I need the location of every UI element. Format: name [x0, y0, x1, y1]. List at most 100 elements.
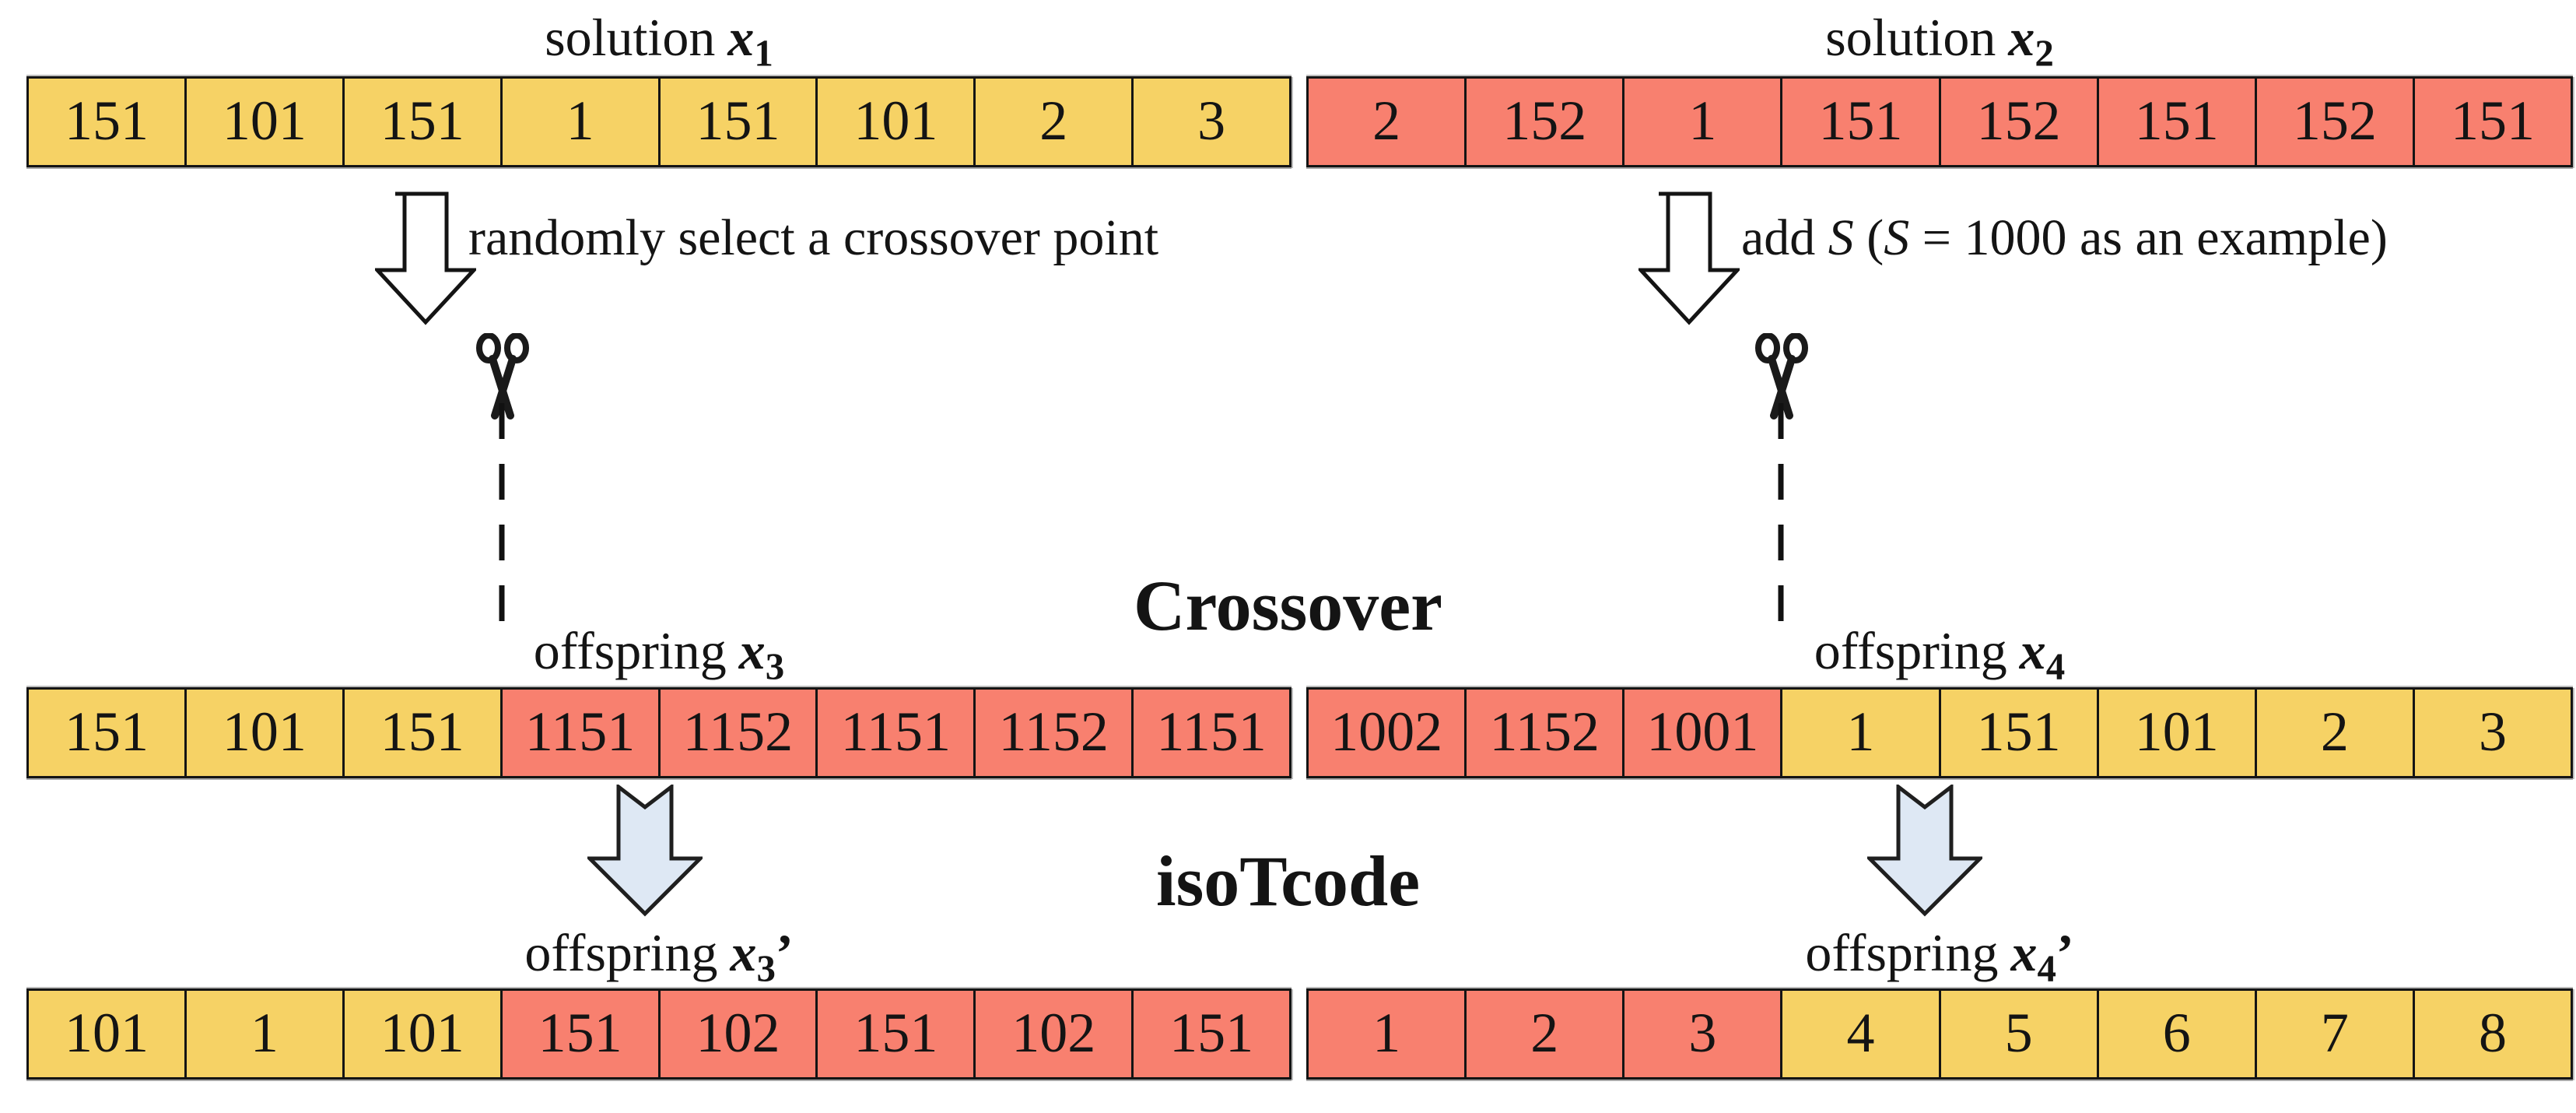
- array-cell: 8: [2412, 991, 2571, 1077]
- label-variable: x: [2019, 621, 2046, 680]
- array-cell: 3: [2412, 690, 2571, 776]
- array-cell: 152: [1464, 79, 1623, 165]
- label-prime: ’: [775, 923, 794, 982]
- array-cell: 101: [184, 690, 342, 776]
- array-cell: 7: [2254, 991, 2413, 1077]
- crossover-point-note: randomly select a crossover point: [468, 209, 1159, 266]
- array-cell: 3: [1131, 433, 1289, 519]
- array-cell: 101: [815, 433, 974, 519]
- crossover-cut-line: [1778, 403, 1784, 624]
- array-cell: 1152: [2254, 433, 2413, 519]
- variable-s: S: [1884, 209, 1910, 266]
- array-cell: 1151: [1780, 433, 1939, 519]
- blue-down-arrow-icon: [1867, 785, 1982, 917]
- note-text: = 1000 as an example): [1909, 209, 2388, 266]
- array-cell: 101: [815, 79, 974, 165]
- array-cell: 1152: [1464, 433, 1623, 519]
- array-cell: 1002: [1309, 433, 1465, 519]
- array-cell: 101: [184, 79, 342, 165]
- array-cell: 1152: [657, 690, 816, 776]
- array-cell: 151: [2412, 79, 2571, 165]
- array-cell: 1001: [1622, 690, 1781, 776]
- white-down-arrow-icon: [375, 191, 476, 325]
- scissors-icon: [1755, 333, 1808, 420]
- array-cell: 152: [2254, 79, 2413, 165]
- label-subscript: 4: [2045, 644, 2066, 688]
- array-cell: 151: [1780, 79, 1939, 165]
- array-cell: 151: [342, 433, 500, 519]
- array-cell: 151: [815, 991, 974, 1077]
- array-cell: 2: [973, 433, 1132, 519]
- array-cell: 2: [1309, 79, 1465, 165]
- array-cell: 2: [973, 79, 1132, 165]
- array-cell: 152: [1938, 79, 2097, 165]
- array-cell: 151: [29, 433, 184, 519]
- array-cell: 1151: [2412, 433, 2571, 519]
- array-cell: 151: [29, 690, 184, 776]
- label-variable: x: [730, 923, 757, 982]
- array-cell: 1152: [1464, 690, 1623, 776]
- array-cell: 1152: [973, 690, 1132, 776]
- array-cell: 4: [1780, 991, 1939, 1077]
- array-cell: 1: [1780, 690, 1939, 776]
- label-prefix: offspring: [1814, 621, 2007, 680]
- array-cell: 101: [184, 433, 342, 519]
- array-cell: 1: [1622, 79, 1781, 165]
- label-variable: x: [727, 8, 755, 67]
- array-cell: 1002: [1309, 690, 1465, 776]
- array-cell: 1001: [1622, 433, 1781, 519]
- array-cell: 101: [342, 991, 500, 1077]
- array-cell: 151: [342, 79, 500, 165]
- crossover-title: Crossover: [1134, 566, 1442, 645]
- label-prime: ’: [2056, 923, 2074, 982]
- label-subscript: 4: [2037, 946, 2056, 990]
- label-prefix: offspring: [533, 621, 727, 680]
- label-variable: x: [2008, 8, 2035, 67]
- array-cell: 151: [657, 433, 816, 519]
- label-prefix: offspring: [524, 923, 718, 982]
- label-prefix: offspring: [1805, 923, 1999, 982]
- array-cell: 151: [499, 991, 658, 1077]
- array-cell: 2: [2254, 690, 2413, 776]
- label-subscript: 3: [765, 644, 785, 688]
- white-down-arrow-icon: [1638, 191, 1740, 325]
- array-cell: 151: [29, 79, 184, 165]
- array-cell: 3: [1131, 79, 1289, 165]
- array-cell: 1: [1309, 991, 1465, 1077]
- array-cell: 1: [184, 991, 342, 1077]
- array-cell: 1152: [1938, 433, 2097, 519]
- note-text: (: [1853, 209, 1884, 266]
- note-text: add: [1741, 209, 1828, 266]
- label-subscript: 2: [2035, 31, 2054, 75]
- label-prefix: solution: [545, 8, 716, 67]
- array-cell: 5: [1938, 991, 2097, 1077]
- array-cell: 101: [2096, 690, 2255, 776]
- array-cell: 151: [1131, 991, 1289, 1077]
- isotcode-title: isoTcode: [1155, 841, 1421, 921]
- array-cell: 151: [342, 690, 500, 776]
- array-cell: 1: [499, 79, 658, 165]
- label-variable: x: [2010, 923, 2038, 982]
- array-cell: 1: [499, 433, 658, 519]
- array-cell: 1151: [1131, 690, 1289, 776]
- array-cell: 151: [657, 79, 816, 165]
- array-cell: 101: [29, 991, 184, 1077]
- array-cell: 102: [657, 991, 816, 1077]
- scissors-icon: [476, 333, 529, 420]
- array-cell: 151: [2096, 79, 2255, 165]
- array-cell: 1151: [499, 690, 658, 776]
